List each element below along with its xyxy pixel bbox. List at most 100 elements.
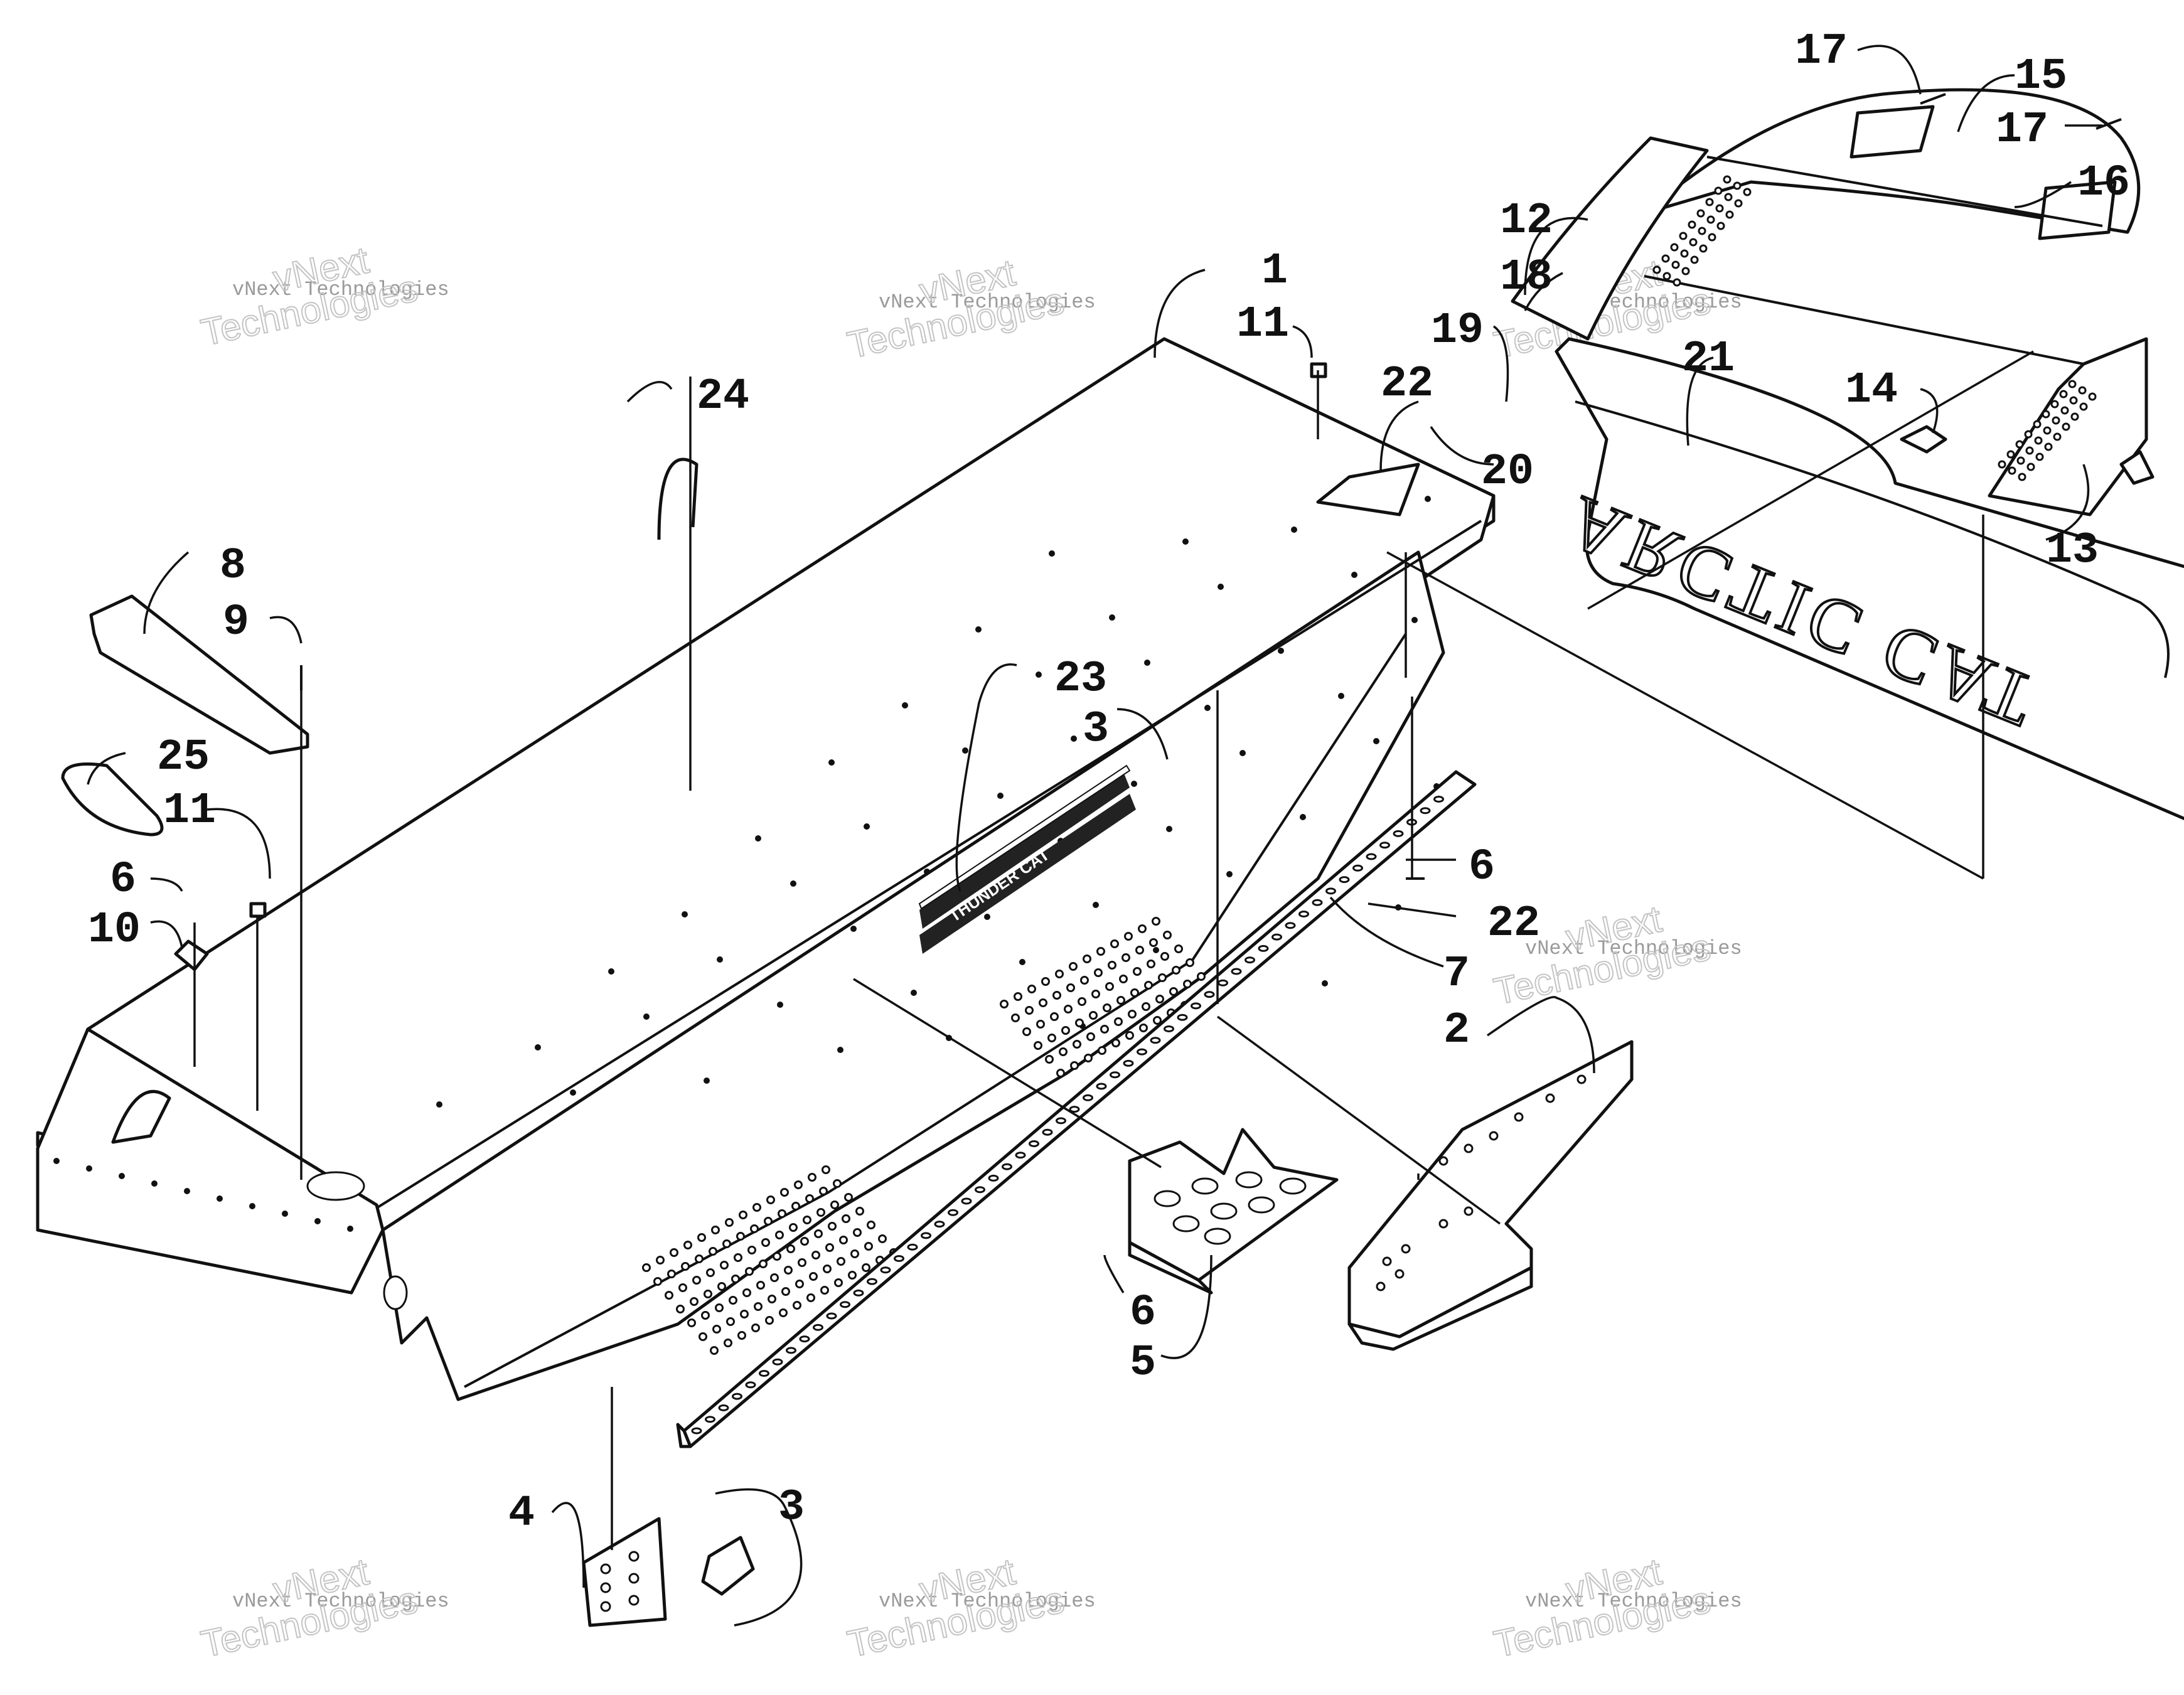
perforation	[1121, 953, 1130, 962]
deck-hole	[1109, 614, 1115, 621]
perforation	[1110, 939, 1119, 948]
perforation	[805, 1194, 814, 1203]
rail-hole	[1096, 1083, 1107, 1090]
bumper-hole	[2059, 390, 2068, 398]
perforation	[1172, 966, 1180, 975]
bumper-hole	[1670, 243, 1679, 252]
perforation	[750, 1224, 759, 1233]
deck-hole	[1166, 826, 1172, 832]
bumper-holes	[1652, 175, 2097, 481]
bracket-hole	[1438, 1156, 1448, 1166]
bumper-hole	[2069, 396, 2078, 405]
watermark-text: vNext Technologies	[1525, 937, 1742, 960]
flange-hole	[119, 1173, 125, 1179]
perforation	[822, 1165, 830, 1174]
perforation	[653, 1277, 662, 1286]
bumper-hole	[2060, 406, 2069, 415]
deck-hole	[1093, 902, 1099, 908]
bumper-hole	[1706, 215, 1715, 224]
bumper-hole	[2024, 430, 2033, 439]
deck-hole	[984, 914, 990, 920]
bumper-hole	[1690, 255, 1699, 264]
perforation	[1089, 1011, 1098, 1020]
perforation	[676, 1305, 685, 1313]
rail-hole	[786, 1347, 796, 1354]
perforation	[806, 1293, 815, 1302]
perforation	[853, 1228, 862, 1237]
footrest-hole	[1191, 1177, 1219, 1195]
callout-18: 18	[1500, 253, 1553, 302]
bumper-hole	[1662, 272, 1671, 281]
footrest-hole	[1235, 1171, 1263, 1189]
deck-hole	[1322, 980, 1328, 987]
perforation	[692, 1276, 701, 1285]
bumper-hole	[2062, 422, 2070, 431]
perforation	[1135, 946, 1144, 954]
bumper-hole	[1725, 210, 1734, 219]
perforation	[830, 1200, 839, 1209]
callout-1: 1	[1261, 247, 1288, 296]
bumper-hole	[2068, 380, 2077, 388]
deck-hole	[1144, 660, 1150, 666]
bumper-hole	[2018, 473, 2026, 481]
perforation	[778, 1209, 786, 1218]
perforation	[770, 1273, 779, 1282]
deck-hole	[1131, 781, 1137, 787]
footrest-hole	[1248, 1196, 1275, 1214]
perforation	[789, 1223, 798, 1232]
rail-hole	[907, 1243, 918, 1251]
leader-lines	[87, 45, 2102, 1627]
flange-hole	[217, 1195, 223, 1202]
perforation	[800, 1237, 809, 1246]
small-plate	[582, 1517, 667, 1627]
perforation	[739, 1211, 747, 1219]
footrest-hole	[1154, 1190, 1181, 1207]
perforation	[773, 1252, 781, 1261]
perforation	[791, 1202, 800, 1211]
bumper-hole	[1723, 175, 1732, 184]
watermark-outline: vNextTechnologies	[190, 230, 421, 354]
deck-hole	[608, 968, 614, 975]
perforation	[1027, 985, 1036, 993]
perforation	[1070, 1061, 1079, 1070]
bracket-hole	[1376, 1281, 1386, 1291]
perforation	[1130, 988, 1139, 997]
rail-hole	[894, 1255, 904, 1262]
perforation	[779, 1308, 788, 1317]
deck-hole	[777, 1002, 783, 1008]
perforation	[1152, 917, 1160, 926]
bumper-hole	[2050, 400, 2059, 409]
perforation	[1144, 981, 1153, 990]
perforation	[704, 1290, 712, 1298]
bumper-hole	[1698, 227, 1706, 235]
perforation	[756, 1281, 765, 1290]
rail-hole	[1258, 944, 1269, 952]
perforation	[798, 1258, 806, 1267]
perforation	[712, 1325, 721, 1334]
rail-hole	[813, 1323, 823, 1331]
perforation	[844, 1193, 853, 1202]
perforation	[850, 1249, 859, 1258]
callout-labels: 1 2 3 3 4 5 6 6 6 7 8 9 10 11 11 12 13 1…	[88, 27, 2130, 1539]
perforation	[1147, 960, 1155, 968]
bracket-hole	[1401, 1244, 1411, 1254]
perforation	[752, 1203, 761, 1212]
deck-hole	[643, 1013, 650, 1020]
deck-hole	[1291, 527, 1297, 533]
perforation	[709, 1247, 717, 1256]
bumper-hole	[1661, 254, 1670, 263]
perforation	[1124, 932, 1133, 941]
rail-hole	[1002, 1163, 1012, 1170]
callout-2: 2	[1443, 1006, 1470, 1056]
rail-hole	[1312, 899, 1323, 906]
rail-hole	[1204, 991, 1215, 998]
bumper-hole	[2078, 386, 2087, 395]
callout-12: 12	[1500, 196, 1553, 246]
perforation	[828, 1222, 837, 1231]
deck-hole	[924, 869, 930, 875]
bracket-hole	[1545, 1093, 1555, 1103]
flange-hole	[314, 1218, 321, 1224]
bumper-hole	[2025, 446, 2034, 455]
rail-hole	[1069, 1106, 1080, 1113]
callout-23: 23	[1054, 655, 1107, 704]
